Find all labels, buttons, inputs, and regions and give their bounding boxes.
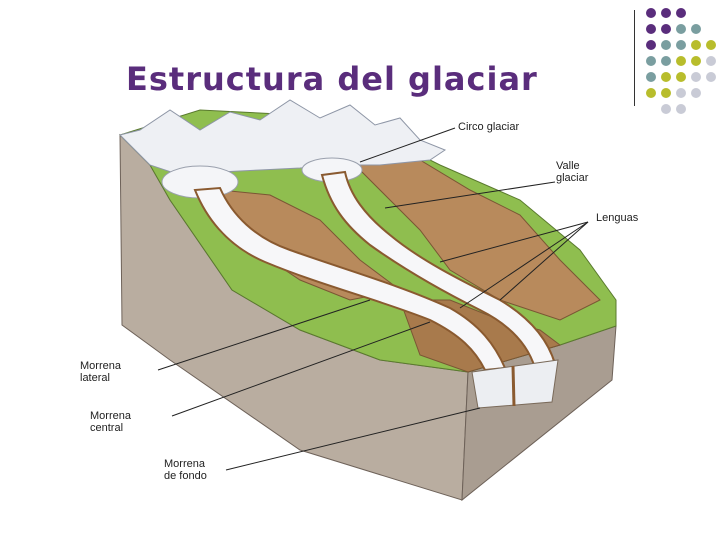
label-morrena-central-line1: Morrena (90, 410, 131, 422)
label-valle-line1: Valle (556, 160, 580, 172)
snowy-peaks (119, 99, 447, 176)
label-circo-glaciar: Circo glaciar (458, 121, 520, 133)
slide-title: Estructura del glaciar (126, 60, 538, 98)
decorative-dot (706, 72, 716, 82)
decorative-dot (706, 56, 716, 66)
pointer-lines (157, 127, 589, 471)
decorative-dot (646, 8, 656, 18)
decorative-dot (691, 88, 701, 98)
decorative-dot (661, 104, 671, 114)
label-morrena-lateral-line1: Morrena (80, 360, 121, 372)
label-lenguas: Lenguas (596, 212, 639, 224)
decorative-dot (661, 88, 671, 98)
decorative-dot (676, 40, 686, 50)
decorative-dot (646, 72, 656, 82)
label-morrena-central: Morrena central (90, 410, 131, 434)
decorative-dot (691, 72, 701, 82)
decorative-dot (661, 8, 671, 18)
decorative-dot-grid (646, 8, 726, 132)
decorative-dot (646, 88, 656, 98)
label-morrena-fondo-line2: de fondo (164, 470, 207, 482)
decorative-dot (676, 8, 686, 18)
glacier-ice-front (471, 359, 559, 409)
decorative-dot (646, 56, 656, 66)
decorative-dot (676, 88, 686, 98)
label-morrena-lateral-line2: lateral (80, 372, 110, 384)
decorative-dot (661, 56, 671, 66)
central-moraine-front (511, 365, 516, 407)
decorative-dot (676, 24, 686, 34)
terrain-brown-right (338, 149, 601, 321)
divider-line (634, 10, 635, 106)
decorative-dot (691, 56, 701, 66)
label-morrena-fondo-line1: Morrena (164, 458, 205, 470)
label-valle-line2: glaciar (556, 172, 589, 184)
decorative-dot (661, 40, 671, 50)
decorative-dot (676, 104, 686, 114)
decorative-dot (661, 24, 671, 34)
decorative-dot (676, 56, 686, 66)
label-morrena-fondo: Morrena de fondo (164, 458, 207, 482)
decorative-dot (661, 72, 671, 82)
decorative-dot (691, 24, 701, 34)
label-valle-glaciar: Valle glaciar (556, 160, 588, 184)
label-morrena-central-line2: central (90, 422, 124, 434)
decorative-dot (676, 72, 686, 82)
decorative-dot (691, 40, 701, 50)
decorative-dot (646, 24, 656, 34)
decorative-dot (646, 40, 656, 50)
label-morrena-lateral: Morrena lateral (80, 360, 121, 384)
decorative-dot (706, 40, 716, 50)
